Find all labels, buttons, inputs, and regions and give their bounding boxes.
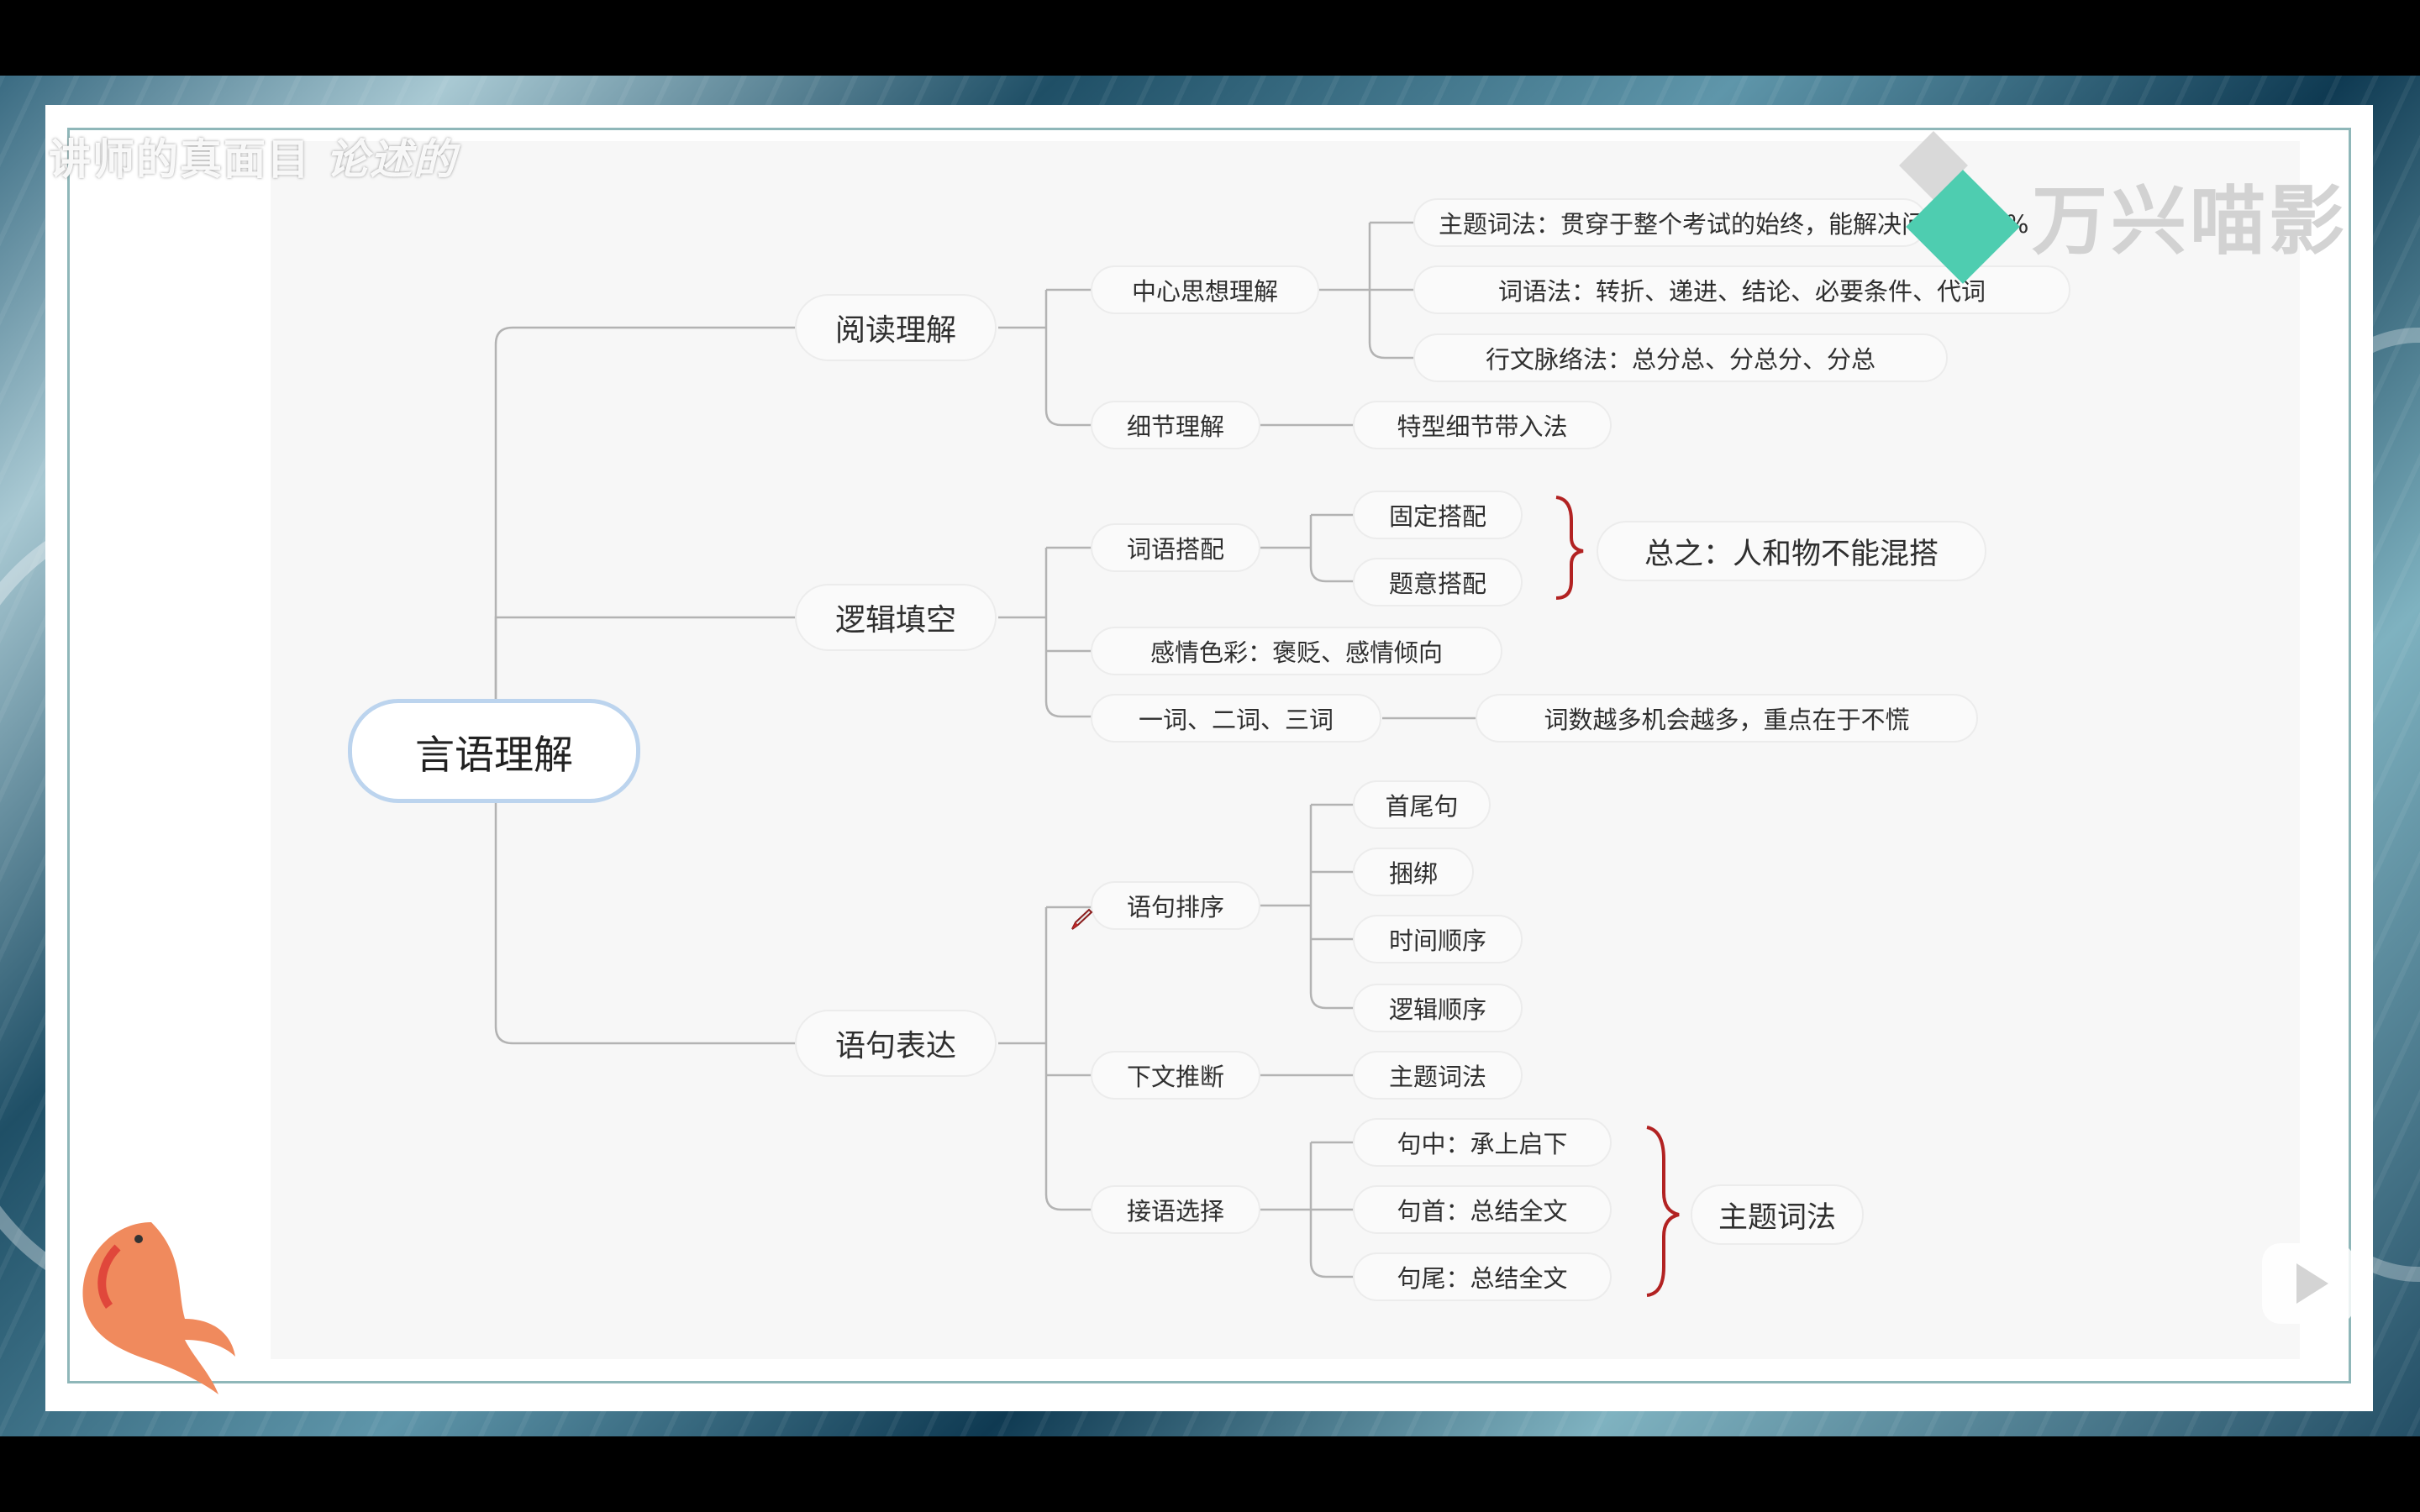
watermark-left-scrawl: 论述的 xyxy=(326,135,457,184)
node-reading[interactable]: 阅读理解 xyxy=(795,294,997,361)
connector-root-reading xyxy=(494,326,797,699)
node-emotion[interactable]: 感情色彩：褒贬、感情倾向 xyxy=(1091,627,1502,675)
node-ordering-item-2[interactable]: 捆绑 xyxy=(1353,848,1474,896)
node-inference-item[interactable]: 主题词法 xyxy=(1353,1051,1523,1100)
node-connect-summary[interactable]: 主题词法 xyxy=(1691,1184,1864,1245)
node-detail-item[interactable]: 特型细节带入法 xyxy=(1353,401,1612,449)
connector-central-children xyxy=(1319,221,1413,360)
pen-cursor-icon xyxy=(1071,908,1093,930)
watermark-right-text: 万兴喵影 xyxy=(2032,177,2348,265)
watermark-left-text: 讲师的真面目 xyxy=(49,135,311,184)
node-connect-item-3[interactable]: 句尾：总结全文 xyxy=(1353,1252,1612,1301)
node-connect-item-2[interactable]: 句首：总结全文 xyxy=(1353,1185,1612,1234)
node-logic[interactable]: 逻辑填空 xyxy=(795,584,997,651)
watermark-left: 讲师的真面目论述的 xyxy=(49,126,457,186)
node-central-item-3[interactable]: 行文脉络法：总分总、分总分、分总 xyxy=(1413,333,1948,382)
watermark-right: 万兴喵影 xyxy=(1889,126,2355,286)
node-ordering-item-3[interactable]: 时间顺序 xyxy=(1353,915,1523,963)
node-collocation[interactable]: 词语搭配 xyxy=(1091,523,1260,572)
connector-ordering-children xyxy=(1260,803,1355,1010)
node-collocation-fixed[interactable]: 固定搭配 xyxy=(1353,491,1523,539)
node-words-item[interactable]: 词数越多机会越多，重点在于不慌 xyxy=(1476,694,1978,743)
node-central-item-1[interactable]: 主题词法：贯穿于整个考试的始终，能解决问题约70% xyxy=(1413,198,2028,247)
node-ordering-item-1[interactable]: 首尾句 xyxy=(1353,780,1491,829)
connector-root-logic xyxy=(494,616,797,699)
node-inference[interactable]: 下文推断 xyxy=(1091,1051,1260,1100)
node-words[interactable]: 一词、二词、三词 xyxy=(1091,694,1381,743)
play-button[interactable] xyxy=(2262,1243,2354,1324)
node-detail[interactable]: 细节理解 xyxy=(1091,401,1260,449)
node-connect[interactable]: 接语选择 xyxy=(1091,1185,1260,1234)
connector-logic-children xyxy=(998,546,1092,718)
node-ordering[interactable]: 语句排序 xyxy=(1091,881,1260,930)
node-connect-item-1[interactable]: 句中：承上启下 xyxy=(1353,1118,1612,1167)
node-central-idea[interactable]: 中心思想理解 xyxy=(1091,265,1319,314)
node-sentence[interactable]: 语句表达 xyxy=(795,1010,997,1077)
node-ordering-item-4[interactable]: 逻辑顺序 xyxy=(1353,984,1523,1032)
play-icon xyxy=(2296,1263,2328,1304)
connect-summary-brace xyxy=(1646,1126,1680,1297)
connector-collocation-children xyxy=(1260,513,1355,583)
mindmap-root[interactable]: 言语理解 xyxy=(348,699,640,803)
connector-sentence-children xyxy=(998,906,1092,1211)
slide-frame xyxy=(67,128,2351,1383)
node-collocation-meaning[interactable]: 题意搭配 xyxy=(1353,558,1523,606)
connector-connect-children xyxy=(1260,1141,1355,1278)
connector-reading-children xyxy=(998,288,1092,427)
node-collocation-summary[interactable]: 总之：人和物不能混搭 xyxy=(1597,521,1986,581)
collocation-summary-brace xyxy=(1555,496,1584,600)
koi-fish-icon xyxy=(82,1222,235,1394)
connector-root-sentence xyxy=(494,803,797,1045)
